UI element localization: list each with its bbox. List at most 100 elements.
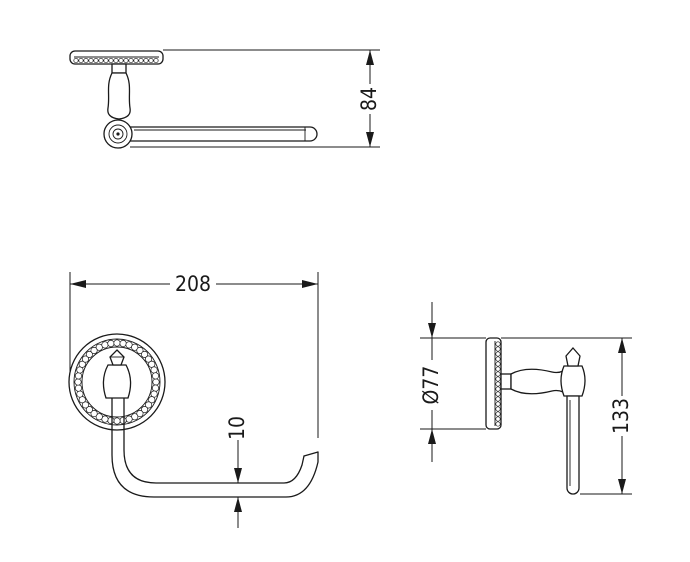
- rosette-bead: [83, 57, 89, 64]
- rosette-bead: [95, 413, 103, 421]
- dim-84-arrow-up: [366, 50, 374, 65]
- rosette-bead: [495, 411, 501, 417]
- rosette-bead: [495, 381, 501, 387]
- rosette-bead: [81, 355, 90, 363]
- rosette-bead: [74, 378, 82, 386]
- rosette-bead: [136, 409, 144, 418]
- rosette-bead: [107, 339, 115, 348]
- rosette-bead: [495, 371, 501, 377]
- rosette-bead: [495, 421, 501, 427]
- dim-10-arrow-down: [234, 468, 242, 483]
- rosette-bead: [85, 406, 93, 414]
- rosette-bead: [150, 366, 158, 374]
- front-rosette-ring-outer: [73, 338, 161, 426]
- rosette-bead: [495, 406, 501, 412]
- dim-84-arrow-down: [366, 132, 374, 147]
- dim-208-label: 208: [175, 272, 211, 296]
- rosette-bead: [119, 339, 127, 348]
- rosette-bead: [148, 396, 156, 404]
- rosette-bead: [90, 346, 98, 355]
- rosette-bead: [495, 401, 501, 407]
- rosette-bead: [495, 376, 501, 382]
- dim-208-arrow-right: [302, 280, 318, 288]
- front-finial-body: [102, 364, 132, 399]
- rosette-bead: [90, 409, 98, 418]
- rosette-bead: [113, 57, 119, 64]
- rosette-bead: [78, 57, 84, 64]
- top-arm-bar: [125, 126, 318, 142]
- rosette-bead: [128, 57, 134, 64]
- rosette-bead: [152, 378, 160, 386]
- rosette-bead: [98, 57, 104, 64]
- top-view: 84: [69, 49, 381, 149]
- side-finial-body: [560, 365, 586, 397]
- rosette-bead: [138, 57, 144, 64]
- rosette-bead: [76, 390, 84, 398]
- rosette-bead: [113, 417, 121, 425]
- rosette-bead: [123, 57, 129, 64]
- dim-77-arrow-down: [428, 323, 436, 338]
- rosette-bead: [495, 416, 501, 422]
- dim-77-label: Ø77: [419, 366, 443, 405]
- rosette-bead: [141, 406, 149, 414]
- dim-133-label: 133: [609, 398, 633, 434]
- side-neck: [500, 373, 512, 390]
- dim-84-label: 84: [357, 87, 381, 111]
- rosette-bead: [113, 339, 121, 347]
- rosette-bead: [74, 384, 83, 392]
- rosette-bead: [495, 391, 501, 397]
- rosette-bead: [136, 346, 144, 355]
- top-rosette-beads: [73, 57, 159, 64]
- rosette-bead: [125, 415, 133, 423]
- side-rosette-beads: [495, 341, 501, 427]
- rosette-bead: [131, 343, 139, 351]
- dim-10-arrow-up: [234, 497, 242, 512]
- rosette-bead: [145, 401, 153, 409]
- rosette-bead: [145, 355, 153, 363]
- rosette-bead: [153, 57, 159, 64]
- front-arm-tip: [303, 451, 319, 457]
- top-neck: [111, 63, 127, 74]
- rosette-bead: [73, 57, 79, 64]
- rosette-bead: [151, 372, 160, 380]
- dim-133-arrow-up: [618, 338, 626, 353]
- side-finial-top: [565, 347, 581, 367]
- rosette-bead: [108, 57, 114, 64]
- rosette-bead: [93, 57, 99, 64]
- rosette-bead: [495, 386, 501, 392]
- rosette-bead: [143, 57, 149, 64]
- rosette-bead: [151, 384, 160, 392]
- top-pivot-center: [116, 132, 120, 136]
- top-baluster: [107, 72, 131, 120]
- rosette-bead: [74, 372, 83, 380]
- rosette-bead: [148, 57, 154, 64]
- dim-10-label: 10: [225, 416, 249, 440]
- rosette-bead: [103, 57, 109, 64]
- side-arm: [566, 395, 580, 495]
- dim-208-arrow-left: [70, 280, 86, 288]
- side-view: Ø77 133: [419, 302, 633, 495]
- rosette-bead: [495, 361, 501, 367]
- rosette-bead: [88, 57, 94, 64]
- front-arm-inner: [123, 397, 305, 484]
- rosette-bead: [101, 341, 109, 349]
- front-rosette-ring-inner: [81, 346, 153, 418]
- rosette-bead: [495, 341, 501, 347]
- rosette-bead: [107, 416, 115, 425]
- rosette-bead: [118, 57, 124, 64]
- rosette-bead: [495, 346, 501, 352]
- front-view: 208 10: [68, 272, 319, 528]
- rosette-bead: [495, 396, 501, 402]
- rosette-bead: [495, 356, 501, 362]
- rosette-bead: [85, 350, 93, 358]
- front-rosette-beads: [74, 339, 160, 425]
- rosette-bead: [133, 57, 139, 64]
- rosette-bead: [495, 351, 501, 357]
- dim-133-arrow-down: [618, 479, 626, 494]
- top-pivot-ring: [108, 124, 128, 144]
- front-finial-top: [109, 349, 125, 366]
- rosette-bead: [81, 401, 90, 409]
- dim-77-arrow-up: [428, 429, 436, 444]
- front-arm-outer: [111, 397, 319, 498]
